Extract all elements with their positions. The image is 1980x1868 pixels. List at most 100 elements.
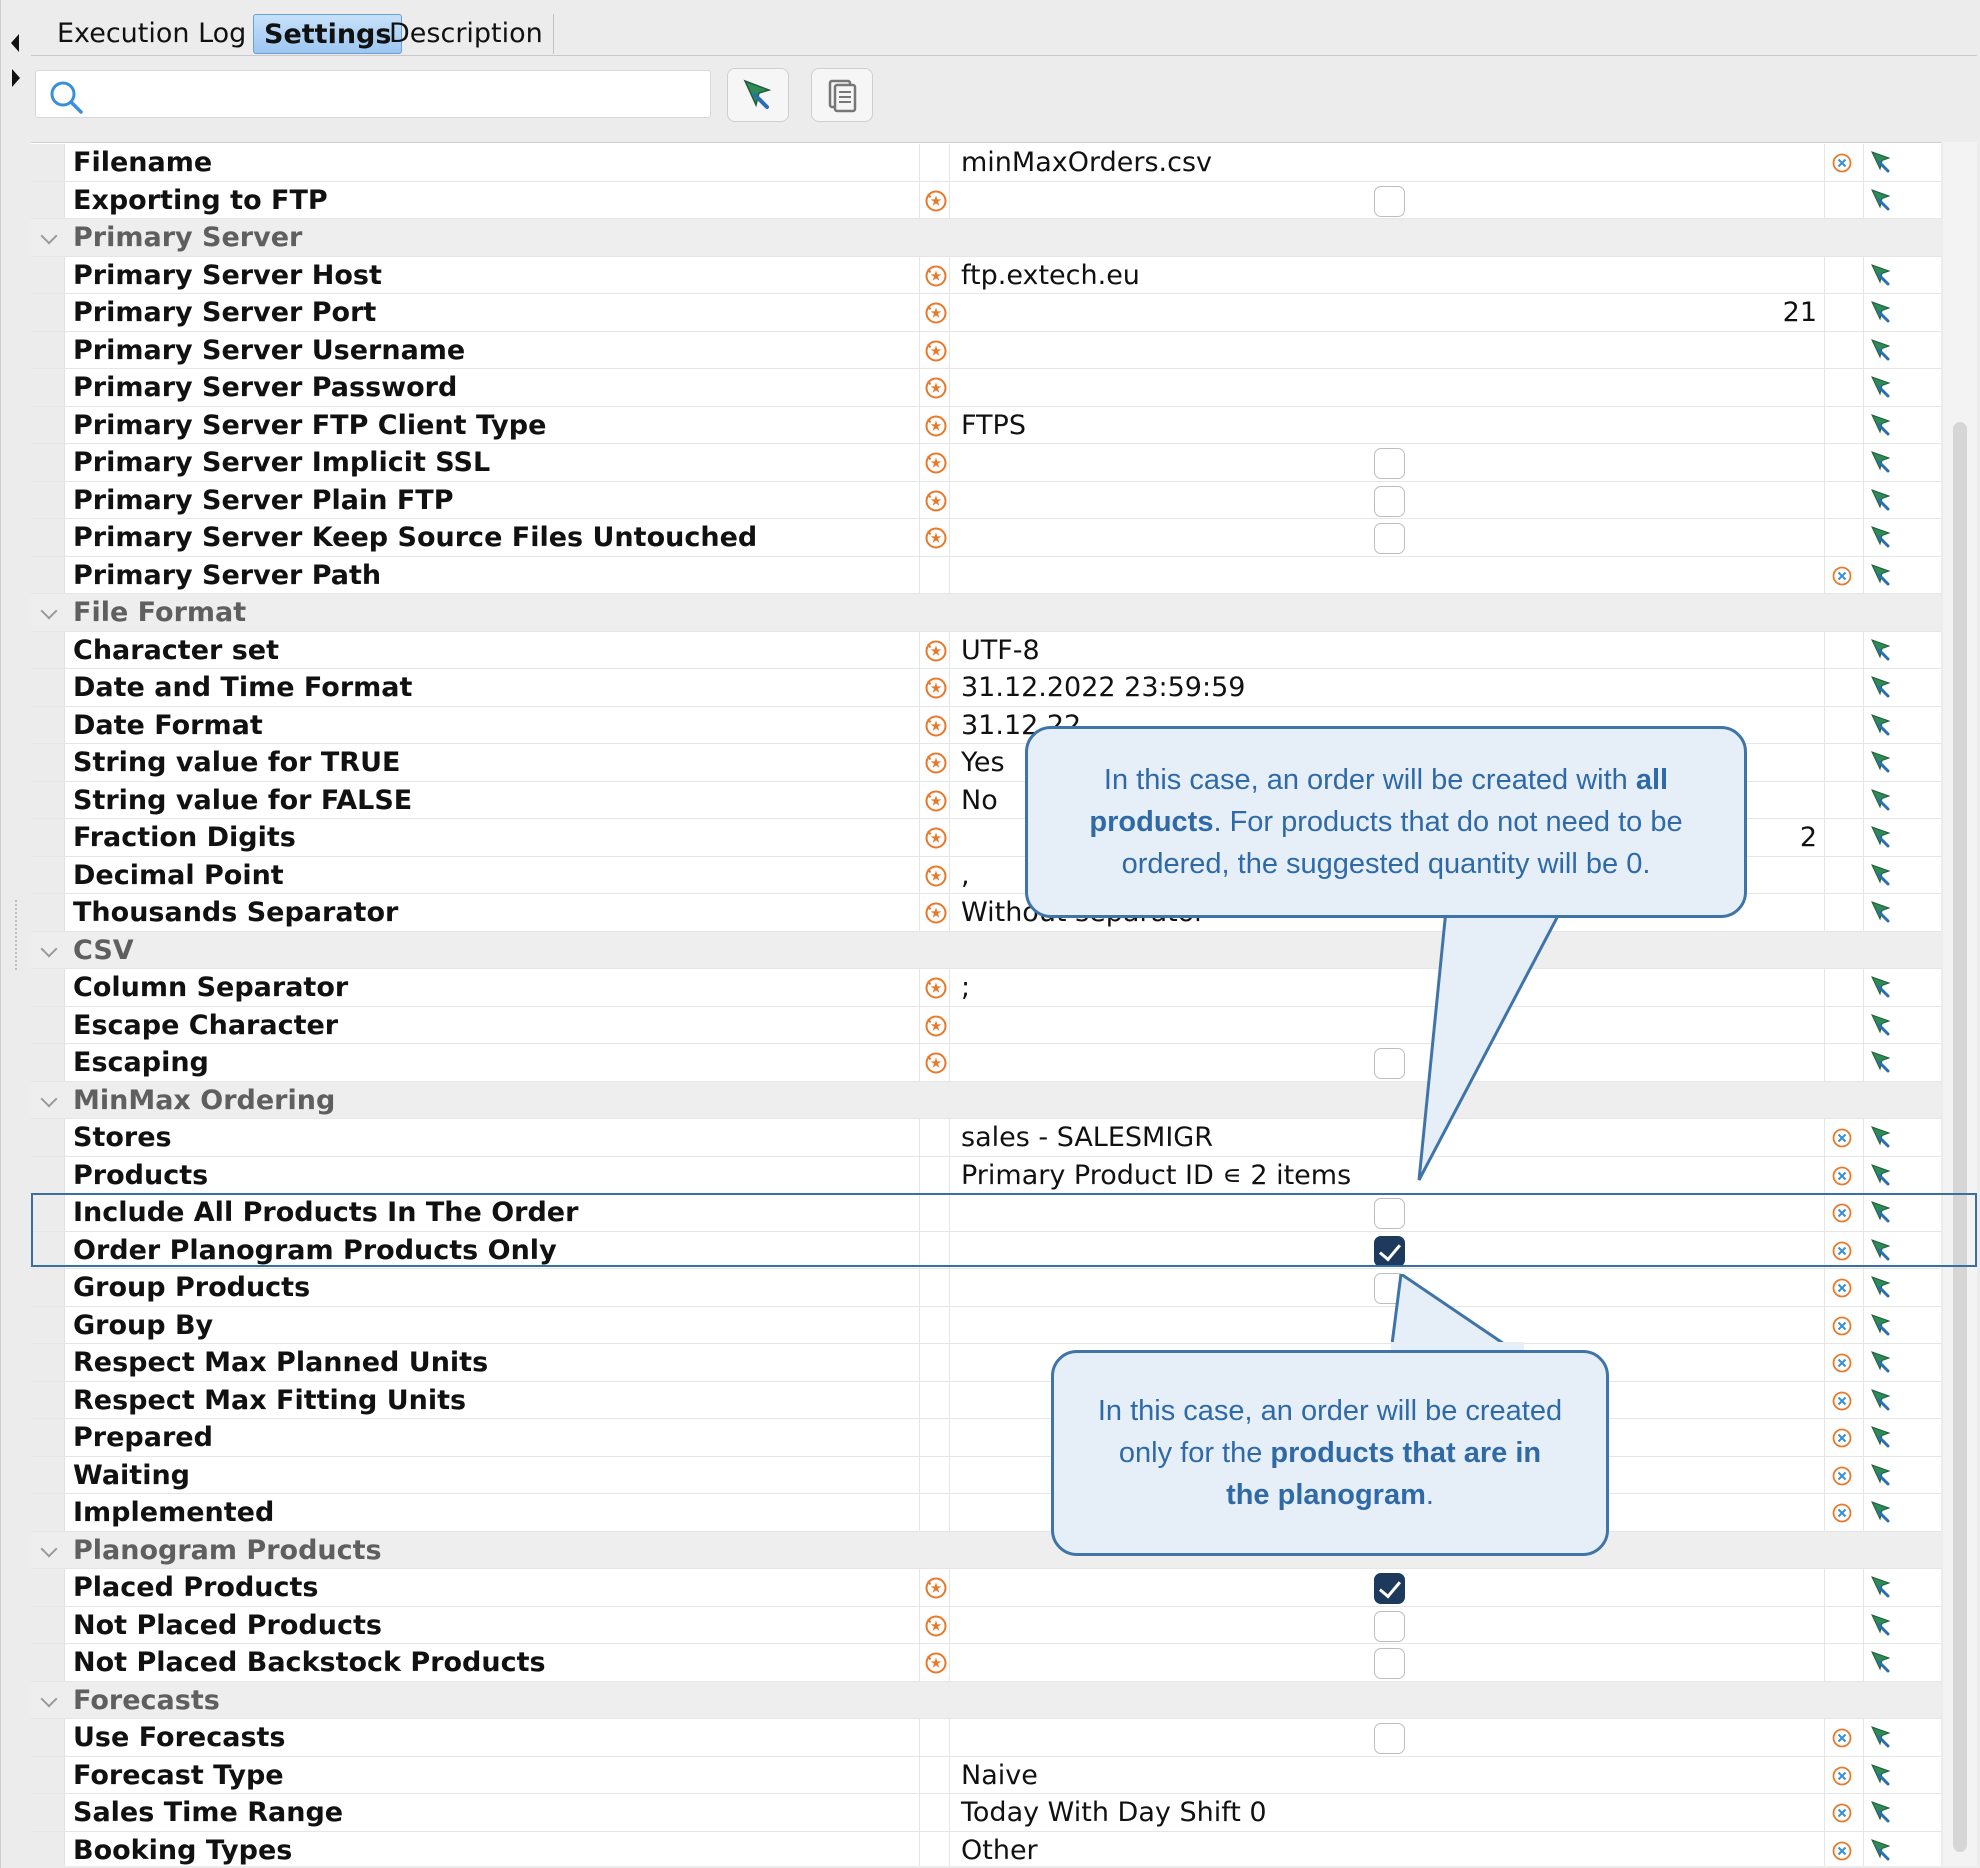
chevron-down-icon[interactable]: [40, 1090, 58, 1107]
chevron-down-icon[interactable]: [40, 1540, 58, 1557]
apply-setting-icon[interactable]: [1869, 1650, 1893, 1674]
setting-checkbox[interactable]: [1374, 485, 1405, 517]
setting-checkbox[interactable]: [1374, 1235, 1405, 1267]
setting-checkbox[interactable]: [1374, 1648, 1405, 1679]
apply-setting-icon[interactable]: [1869, 975, 1893, 999]
apply-setting-icon[interactable]: [1869, 1613, 1893, 1637]
apply-setting-icon[interactable]: [1869, 713, 1893, 737]
reference-icon[interactable]: [924, 901, 948, 925]
apply-settings-button[interactable]: [727, 68, 789, 122]
reference-icon[interactable]: [924, 526, 948, 550]
apply-setting-icon[interactable]: [1869, 863, 1893, 887]
reference-icon[interactable]: [924, 264, 948, 288]
setting-value[interactable]: Yes: [961, 747, 1005, 778]
setting-checkbox[interactable]: [1374, 1573, 1405, 1604]
reference-icon[interactable]: [924, 1651, 948, 1675]
setting-value[interactable]: No: [961, 784, 998, 816]
reference-icon[interactable]: [924, 414, 948, 438]
apply-setting-icon[interactable]: [1869, 1575, 1893, 1599]
apply-setting-icon[interactable]: [1869, 1425, 1893, 1449]
clear-value-icon[interactable]: [1831, 1502, 1853, 1524]
apply-setting-icon[interactable]: [1869, 900, 1893, 924]
setting-checkbox[interactable]: [1374, 448, 1405, 479]
setting-value[interactable]: Naive: [961, 1759, 1038, 1791]
setting-value[interactable]: ;: [961, 972, 971, 1003]
reference-icon[interactable]: [924, 976, 948, 1000]
reference-icon[interactable]: [924, 1051, 948, 1075]
tab-settings[interactable]: Settings: [253, 14, 403, 54]
apply-setting-icon[interactable]: [1869, 1013, 1893, 1037]
apply-setting-icon[interactable]: [1869, 1313, 1893, 1337]
reference-icon[interactable]: [924, 751, 948, 775]
vertical-scrollbar[interactable]: [1943, 142, 1977, 1866]
apply-setting-icon[interactable]: [1869, 1800, 1893, 1824]
apply-setting-icon[interactable]: [1869, 413, 1893, 437]
group-header[interactable]: Primary Server: [31, 219, 1941, 257]
group-header[interactable]: CSV: [31, 931, 1941, 969]
clear-value-icon[interactable]: [1831, 1315, 1853, 1337]
reference-icon[interactable]: [924, 301, 948, 325]
apply-setting-icon[interactable]: [1869, 188, 1893, 212]
group-header[interactable]: File Format: [31, 594, 1941, 632]
resize-grip[interactable]: [15, 900, 19, 970]
apply-setting-icon[interactable]: [1869, 1350, 1893, 1374]
chevron-down-icon[interactable]: [40, 940, 58, 957]
chevron-down-icon[interactable]: [40, 227, 58, 245]
apply-setting-icon[interactable]: [1869, 788, 1893, 812]
group-header[interactable]: MinMax Ordering: [31, 1081, 1941, 1119]
apply-setting-icon[interactable]: [1869, 1463, 1893, 1487]
setting-checkbox[interactable]: [1374, 1610, 1405, 1642]
setting-number[interactable]: 2: [1799, 822, 1817, 853]
apply-setting-icon[interactable]: [1869, 338, 1893, 362]
clear-value-icon[interactable]: [1831, 1165, 1853, 1187]
apply-setting-icon[interactable]: [1869, 1838, 1893, 1862]
apply-setting-icon[interactable]: [1869, 1050, 1893, 1074]
setting-value[interactable]: minMaxOrders.csv: [961, 147, 1213, 178]
setting-value[interactable]: ftp.extech.eu: [961, 259, 1140, 291]
setting-value[interactable]: Today With Day Shift 0: [961, 1797, 1267, 1828]
apply-setting-icon[interactable]: [1869, 1275, 1893, 1299]
clear-value-icon[interactable]: [1831, 1802, 1853, 1824]
clear-value-icon[interactable]: [1831, 1202, 1853, 1224]
search-input[interactable]: [96, 77, 696, 111]
setting-checkbox[interactable]: [1374, 185, 1405, 217]
reference-icon[interactable]: [924, 339, 948, 363]
reference-icon[interactable]: [924, 1614, 948, 1638]
clear-value-icon[interactable]: [1831, 1352, 1853, 1374]
apply-setting-icon[interactable]: [1869, 1163, 1893, 1187]
reference-icon[interactable]: [924, 639, 948, 663]
group-header[interactable]: Forecasts: [31, 1681, 1941, 1719]
setting-value[interactable]: 31.12.2022 23:59:59: [961, 672, 1246, 703]
clear-value-icon[interactable]: [1831, 1427, 1853, 1449]
apply-setting-icon[interactable]: [1869, 1238, 1893, 1262]
setting-value[interactable]: UTF-8: [961, 634, 1040, 666]
tab-execution-log[interactable]: Execution Log: [47, 14, 258, 54]
apply-setting-icon[interactable]: [1869, 300, 1893, 324]
clear-value-icon[interactable]: [1831, 1127, 1853, 1149]
group-header[interactable]: Planogram Products: [31, 1531, 1941, 1569]
clear-value-icon[interactable]: [1831, 152, 1853, 174]
setting-checkbox[interactable]: [1374, 1198, 1405, 1229]
clear-value-icon[interactable]: [1831, 1840, 1853, 1862]
setting-value[interactable]: Other: [961, 1834, 1038, 1866]
setting-checkbox[interactable]: [1374, 523, 1405, 554]
chevron-down-icon[interactable]: [40, 1690, 58, 1707]
apply-setting-icon[interactable]: [1869, 263, 1893, 287]
apply-setting-icon[interactable]: [1869, 450, 1893, 474]
tab-description[interactable]: Description: [379, 14, 554, 54]
apply-setting-icon[interactable]: [1869, 525, 1893, 549]
collapse-left-arrow-icon[interactable]: [11, 34, 19, 52]
apply-setting-icon[interactable]: [1869, 563, 1893, 587]
reference-icon[interactable]: [924, 189, 948, 213]
setting-number[interactable]: 21: [1782, 297, 1817, 328]
apply-setting-icon[interactable]: [1869, 1725, 1893, 1749]
apply-setting-icon[interactable]: [1869, 1200, 1893, 1224]
clear-value-icon[interactable]: [1831, 1240, 1853, 1262]
reference-icon[interactable]: [924, 676, 948, 700]
clear-value-icon[interactable]: [1831, 565, 1853, 587]
apply-setting-icon[interactable]: [1869, 1500, 1893, 1524]
reference-icon[interactable]: [924, 1014, 948, 1038]
reference-icon[interactable]: [924, 1576, 948, 1600]
clear-value-icon[interactable]: [1831, 1465, 1853, 1487]
clear-value-icon[interactable]: [1831, 1390, 1853, 1412]
